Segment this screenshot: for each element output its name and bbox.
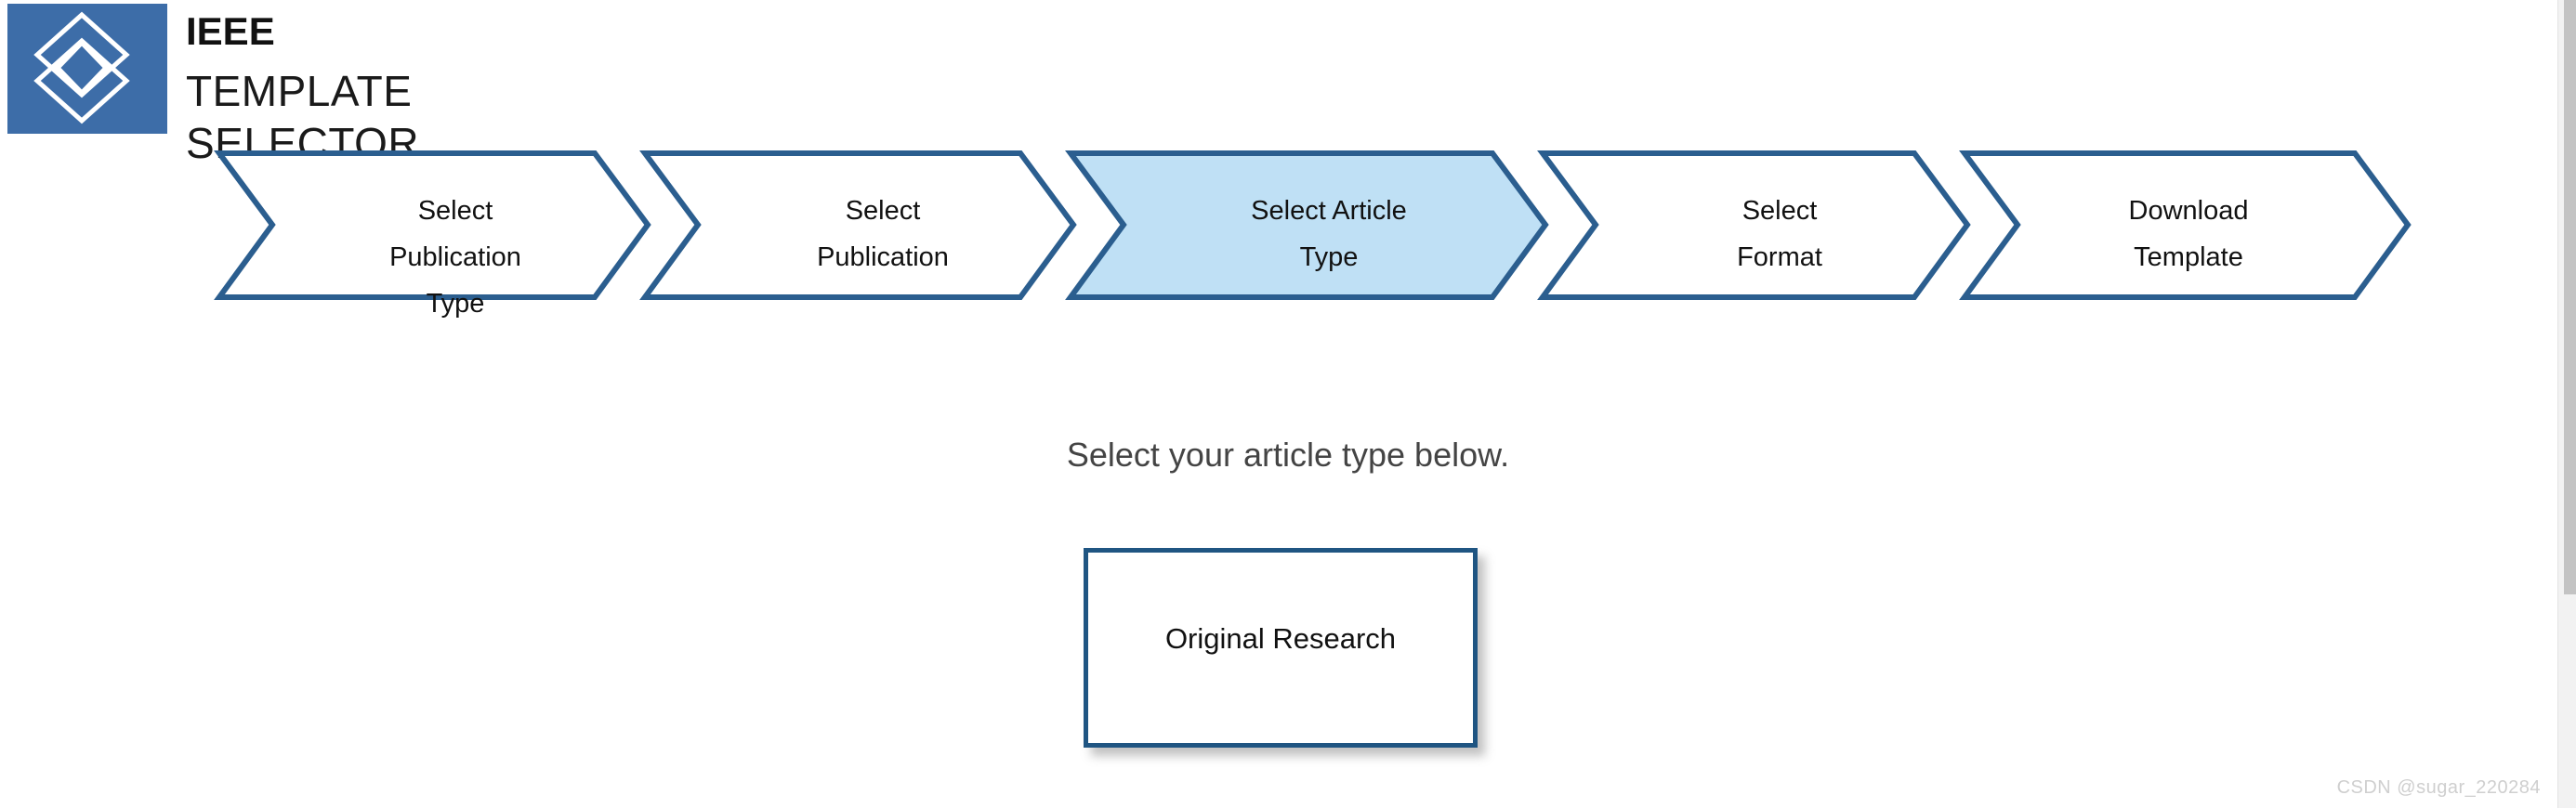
chevron-shape-step-4[interactable] bbox=[1537, 150, 1971, 300]
chevron-shape-step-3[interactable] bbox=[1065, 150, 1549, 300]
stepper-chevrons bbox=[214, 150, 2412, 300]
article-type-list: Original Research bbox=[0, 539, 2576, 752]
watermark-text: CSDN @sugar_220284 bbox=[2336, 777, 2541, 798]
vertical-scrollbar-thumb[interactable] bbox=[2564, 0, 2576, 594]
brand-title: IEEE bbox=[186, 9, 275, 53]
article-type-card-label: Original Research bbox=[1164, 621, 1397, 655]
instruction-text: Select your article type below. bbox=[1066, 436, 1510, 474]
vertical-scrollbar-track[interactable] bbox=[2557, 0, 2576, 808]
brand-header: IEEE TEMPLATE SELECTOR bbox=[0, 0, 651, 167]
article-type-card-original-research[interactable]: Original Research bbox=[1084, 548, 1478, 748]
chevron-shape-step-5[interactable] bbox=[1959, 150, 2412, 300]
ieee-diamond-logo-icon bbox=[7, 4, 167, 134]
chevron-shape-step-2[interactable] bbox=[639, 150, 1077, 300]
progress-stepper: Select Publication Type Select Publicati… bbox=[0, 144, 2576, 319]
chevron-shape-step-1[interactable] bbox=[214, 150, 651, 300]
